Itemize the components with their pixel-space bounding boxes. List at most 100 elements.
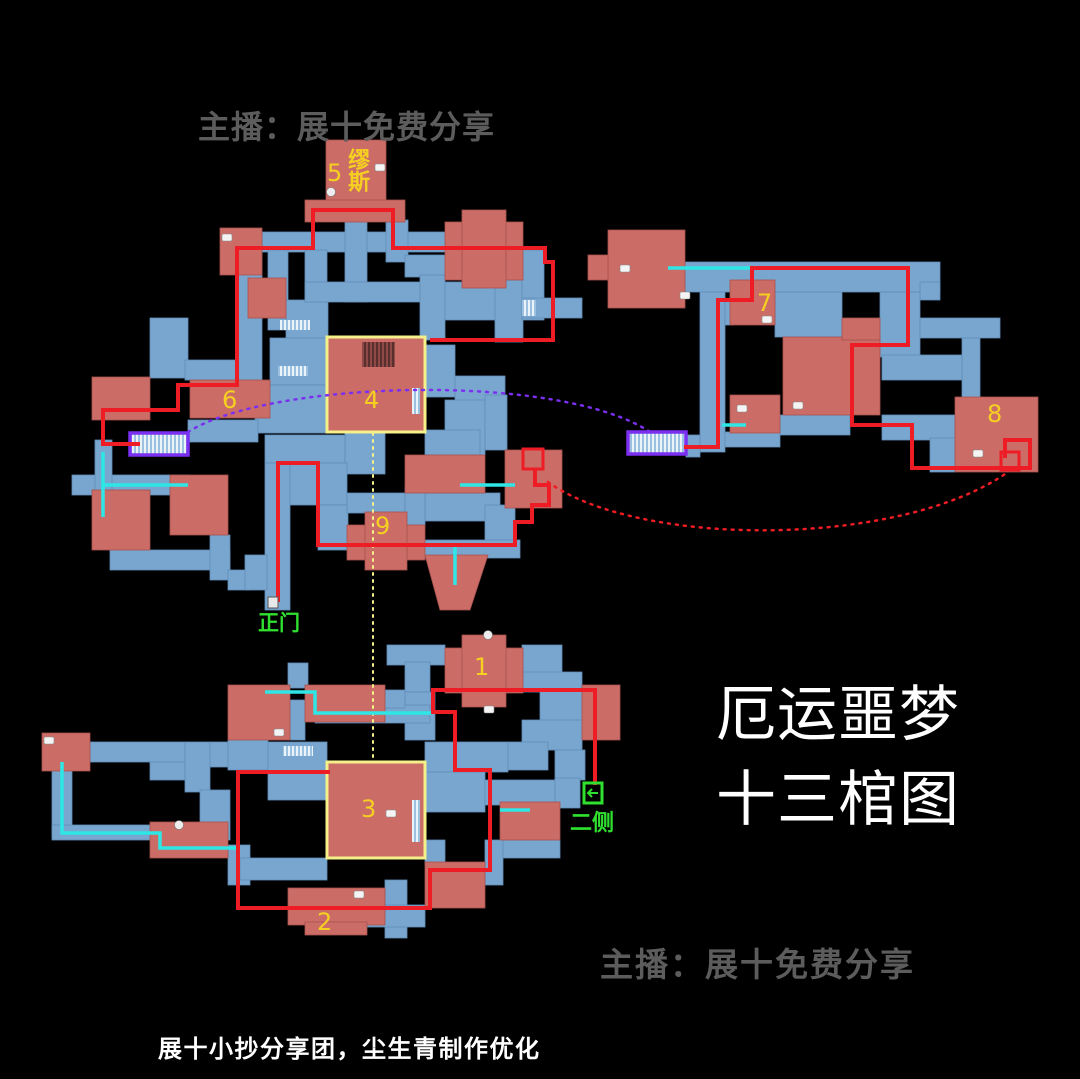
room — [499, 801, 561, 841]
corridor — [484, 779, 556, 806]
map-marker-icon — [221, 233, 233, 242]
chair-icon — [326, 187, 336, 197]
room — [91, 489, 151, 551]
map-marker-icon — [353, 890, 365, 899]
cyan-route-layer — [60, 266, 752, 850]
corridor — [149, 761, 186, 781]
staircase — [278, 366, 308, 376]
route-north-west — [101, 208, 555, 446]
room — [587, 254, 609, 281]
corridor — [424, 771, 486, 813]
corridor — [384, 689, 406, 709]
corridor — [919, 317, 1001, 339]
route-north-east — [684, 266, 1032, 470]
corridor — [494, 279, 524, 343]
cyan-route — [60, 762, 236, 850]
corridor — [184, 741, 211, 793]
corridor — [961, 337, 981, 399]
corridor — [484, 839, 504, 886]
corridor — [699, 291, 726, 453]
room — [149, 821, 229, 859]
room — [304, 684, 386, 723]
corridor — [187, 419, 259, 443]
corridor — [424, 429, 481, 456]
hole-link — [546, 470, 1010, 532]
staircase — [412, 388, 420, 414]
exit-door-icon — [582, 781, 604, 805]
map-marker-icon — [483, 705, 495, 714]
watermark-top: 主播：展十免费分享 — [198, 108, 496, 146]
dotted-link-layer — [186, 388, 1010, 763]
corridor — [346, 492, 406, 514]
room-3-label: 3 — [361, 795, 377, 823]
room-1-label: 1 — [474, 653, 490, 681]
corridor — [919, 281, 941, 301]
map-marker-icon — [385, 809, 397, 818]
map-marker-icon — [43, 736, 55, 745]
map-marker-icon — [972, 449, 984, 458]
corridor — [507, 741, 549, 771]
corridor — [554, 749, 586, 781]
map-marker-icon — [792, 401, 804, 410]
chair-icon — [483, 630, 493, 640]
room-7-label: 7 — [757, 289, 773, 317]
room-8 — [954, 396, 1039, 473]
red-route-layer — [101, 208, 1032, 910]
room-5-label: 5 — [327, 159, 343, 187]
room — [404, 454, 486, 494]
door-icon — [267, 596, 279, 609]
corridor — [774, 291, 843, 338]
corridor — [289, 699, 306, 741]
map-title-line2: 十三棺图 — [716, 765, 960, 835]
corridor — [424, 344, 456, 398]
corridor — [502, 839, 561, 859]
map-marker-icon — [374, 163, 386, 172]
room — [841, 317, 881, 341]
room-3-highlight — [325, 760, 427, 860]
corridor — [184, 359, 241, 381]
hole-marker — [521, 447, 545, 471]
east-staircase — [626, 430, 688, 456]
room-8-label: 8 — [987, 400, 1003, 428]
hole-marker — [999, 450, 1021, 472]
map-marker-icon — [736, 404, 748, 413]
corridor — [724, 431, 781, 448]
room — [729, 394, 781, 434]
route-south — [236, 688, 597, 910]
room-4-hatch — [362, 342, 395, 367]
corridor — [424, 741, 509, 773]
staircase-link — [186, 388, 652, 434]
cyan-route — [265, 690, 432, 715]
corridor — [304, 281, 426, 303]
corridor — [424, 839, 446, 866]
room-6-label: 6 — [222, 386, 238, 414]
corridor — [317, 504, 349, 551]
corridor — [269, 337, 328, 386]
staircase — [412, 800, 420, 842]
credit-line: 展十小抄分享团，尘生青制作优化 — [158, 1035, 541, 1063]
muse-label: 缪斯 — [344, 148, 370, 192]
corridor — [285, 299, 329, 339]
map-title-line1: 厄运噩梦 — [716, 680, 960, 750]
map-marker-icon — [679, 291, 691, 300]
corridor — [484, 394, 508, 451]
corridor — [344, 431, 386, 475]
exit-arrow-icon — [586, 788, 598, 798]
room-3 — [326, 761, 426, 859]
room — [581, 684, 621, 741]
main-gate-label: 正门 — [258, 611, 300, 635]
room-4-label: 4 — [364, 386, 380, 414]
room-1 — [461, 634, 507, 708]
corridor — [881, 354, 963, 381]
corridor — [89, 741, 186, 763]
icon-layer — [43, 163, 984, 899]
route-main-gate — [276, 461, 551, 602]
detail-layer — [128, 300, 688, 860]
exit-door-frame — [582, 781, 604, 805]
map-marker-icon — [761, 315, 773, 324]
side-gate-label: 二侧 — [570, 811, 615, 836]
chair-icon — [174, 820, 184, 830]
watermark-bottom: 主播：展十免费分享 — [600, 945, 915, 984]
